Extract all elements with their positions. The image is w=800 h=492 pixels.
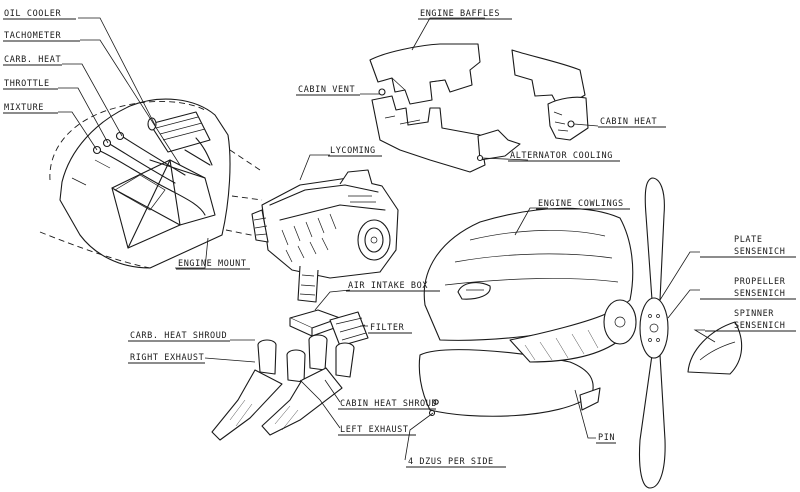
label-engine-mount-text: ENGINE MOUNT [178, 259, 247, 269]
label-mixture: MIXTURE [3, 103, 58, 114]
label-right-exhaust-text: RIGHT EXHAUST [130, 353, 204, 363]
label-spinner-text: SPINNER [734, 309, 774, 319]
air-intake-box [289, 309, 369, 347]
label-throttle-text: THROTTLE [4, 79, 50, 89]
label-plate-text: PLATE [734, 235, 763, 245]
label-spinner: SPINNER SENSENICH [705, 309, 796, 332]
label-left-exhaust: LEFT EXHAUST [338, 425, 416, 436]
label-oil-cooler-text: OIL COOLER [4, 9, 61, 19]
label-propeller: PROPELLER SENSENICH [700, 277, 796, 300]
fuselage-firewall [39, 98, 263, 269]
label-spinner-maker-text: SENSENICH [734, 321, 785, 331]
label-dzus-text: 4 DZUS PER SIDE [408, 457, 494, 467]
label-tachometer: TACHOMETER [3, 31, 80, 42]
label-pin-text: PIN [598, 433, 615, 443]
label-alternator-cooling-text: ALTERNATOR COOLING [510, 151, 613, 161]
label-throttle: THROTTLE [3, 79, 58, 90]
label-engine-baffles-text: ENGINE BAFFLES [420, 9, 500, 19]
label-pin: PIN [596, 433, 616, 444]
label-plate: PLATE SENSENICH [700, 235, 796, 258]
label-air-intake-box-text: AIR INTAKE BOX [348, 281, 428, 291]
engine-mount-structure [111, 149, 216, 249]
label-cabin-heat-shroud: CABIN HEAT SHROUD [338, 399, 437, 410]
label-right-exhaust: RIGHT EXHAUST [128, 353, 205, 364]
lycoming-engine [251, 169, 399, 303]
label-filter: FILTER [368, 323, 412, 334]
label-propeller-text: PROPELLER [734, 277, 786, 287]
label-mixture-text: MIXTURE [4, 103, 44, 113]
label-carb-heat-text: CARB. HEAT [4, 55, 61, 65]
spinner [687, 321, 743, 375]
exhaust-system [211, 334, 355, 441]
label-cabin-heat: CABIN HEAT [598, 117, 666, 128]
label-alternator-cooling: ALTERNATOR COOLING [508, 151, 620, 162]
propeller [638, 177, 669, 489]
label-air-intake-box: AIR INTAKE BOX [346, 281, 440, 292]
label-cabin-heat-shroud-text: CABIN HEAT SHROUD [340, 399, 437, 409]
oil-cooler [147, 111, 213, 166]
label-plate-maker-text: SENSENICH [734, 247, 785, 257]
label-cabin-vent-text: CABIN VENT [298, 85, 355, 95]
engine-cowlings [418, 207, 637, 417]
label-propeller-maker-text: SENSENICH [734, 289, 785, 299]
leader-lines [58, 17, 716, 461]
label-carb-heat-shroud: CARB. HEAT SHROUD [128, 331, 230, 342]
label-left-exhaust-text: LEFT EXHAUST [340, 425, 409, 435]
label-cabin-vent: CABIN VENT [296, 85, 360, 96]
engine-baffles [369, 43, 589, 173]
label-tachometer-text: TACHOMETER [4, 31, 61, 41]
label-carb-heat-shroud-text: CARB. HEAT SHROUD [130, 331, 227, 341]
label-engine-mount: ENGINE MOUNT [176, 259, 250, 270]
label-engine-cowlings-text: ENGINE COWLINGS [538, 199, 624, 209]
label-cabin-heat-text: CABIN HEAT [600, 117, 657, 127]
label-filter-text: FILTER [370, 323, 405, 333]
label-lycoming: LYCOMING [328, 146, 382, 157]
label-engine-cowlings: ENGINE COWLINGS [536, 199, 630, 210]
label-dzus: 4 DZUS PER SIDE [406, 457, 506, 468]
label-lycoming-text: LYCOMING [330, 146, 376, 156]
label-carb-heat: CARB. HEAT [3, 55, 62, 66]
label-oil-cooler: OIL COOLER [3, 9, 76, 20]
label-engine-baffles: ENGINE BAFFLES [418, 9, 512, 20]
